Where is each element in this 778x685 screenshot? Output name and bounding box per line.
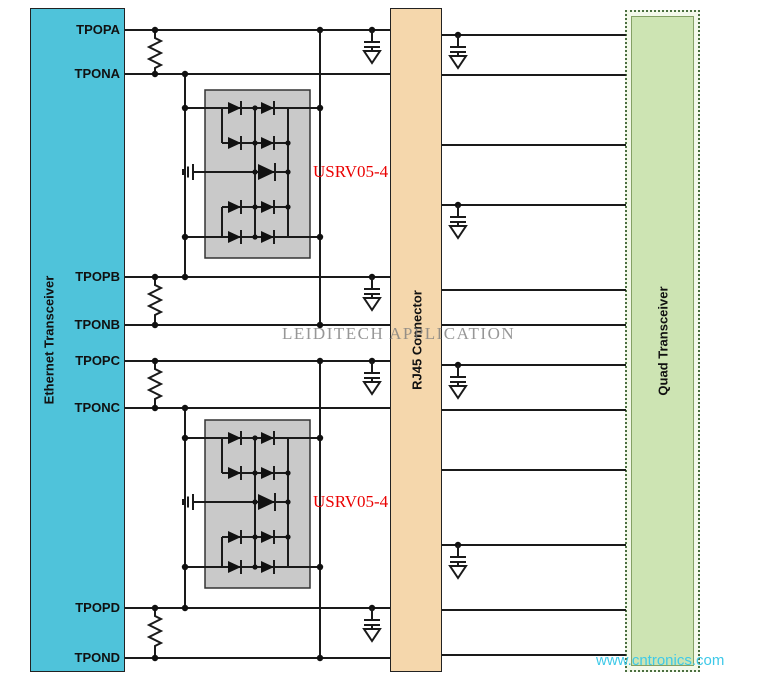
cap-ground-icon <box>449 30 467 69</box>
resistor <box>146 30 164 74</box>
tvs2-ground-icon <box>182 493 206 511</box>
pin-label-tponc: TPONC <box>74 400 121 415</box>
pin-label-tpopd: TPOPD <box>75 600 120 615</box>
tvs1-ground-icon <box>182 163 206 181</box>
cap-ground-icon <box>449 540 467 579</box>
cap-ground-icon <box>449 360 467 399</box>
resistor <box>146 277 164 325</box>
pin-label-tpopb: TPOPB <box>75 269 120 284</box>
watermark-site: www.cntronics.com <box>596 652 725 669</box>
tvs2-part-number: USRV05-4 <box>313 492 389 511</box>
ethernet-transceiver-block: Ethernet Transceiver <box>30 8 125 672</box>
junction-dots <box>151 26 324 662</box>
right-signal-wires <box>442 34 626 656</box>
pin-label-tpona: TPONA <box>74 66 121 81</box>
pin-label-tpond: TPOND <box>74 650 121 665</box>
rj45-connector-block: RJ45 Connector <box>390 8 442 672</box>
cap-ground-icon <box>363 356 381 395</box>
resistor <box>146 608 164 658</box>
left-signal-wires <box>125 29 390 659</box>
pin-label-tpopa: TPOPA <box>76 22 120 37</box>
quad-transceiver-block: Quad Transceiver <box>631 16 694 666</box>
watermark-center: LEIDITECH APPLICATION <box>282 324 516 343</box>
cap-ground-icon <box>363 272 381 311</box>
tvs-tap-wires <box>184 30 321 658</box>
cap-ground-icon <box>363 25 381 64</box>
tvs-array-2 <box>182 420 323 588</box>
tvs-array-1 <box>182 90 323 258</box>
tvs1-part-number: USRV05-4 <box>313 162 389 181</box>
resistor <box>146 361 164 408</box>
quad-transceiver-outline: Quad Transceiver <box>625 10 700 672</box>
cap-ground-icon <box>449 200 467 239</box>
pin-label-tponb: TPONB <box>74 317 121 332</box>
termination-resistors <box>146 30 164 658</box>
cap-ground-icon <box>363 603 381 642</box>
pin-label-tpopc: TPOPC <box>75 353 120 368</box>
